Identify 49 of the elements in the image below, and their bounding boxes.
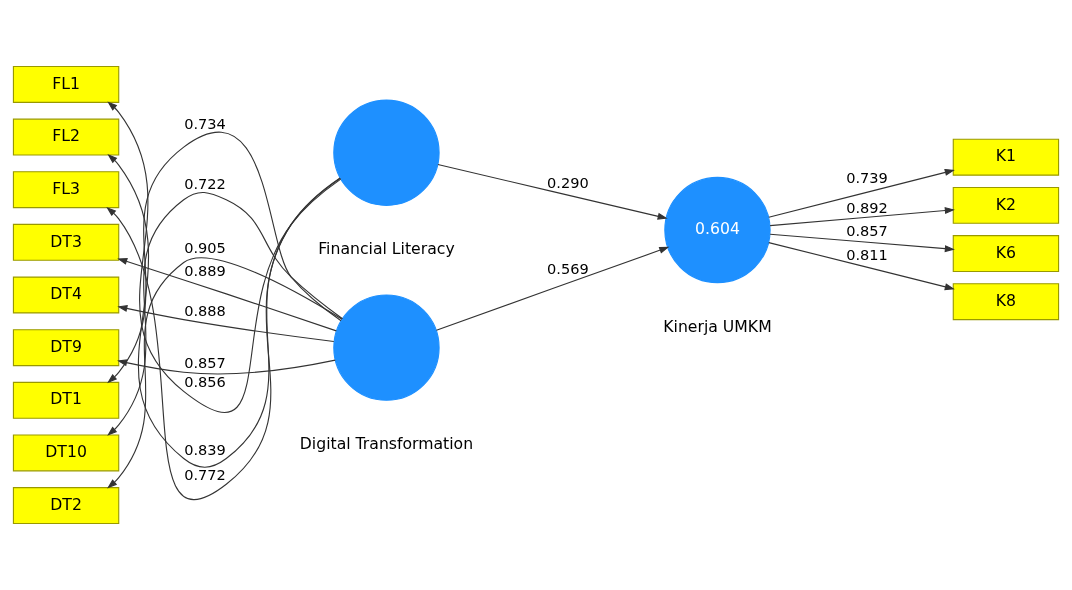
edge-label: 0.839 — [184, 440, 226, 458]
edge-label: 0.905 — [184, 238, 226, 256]
arrow — [117, 359, 336, 375]
arrow — [768, 169, 955, 218]
edge-label: 0.857 — [846, 222, 888, 240]
node-box: K1 — [952, 138, 1060, 176]
arrow — [107, 131, 342, 384]
arrow — [107, 154, 341, 468]
edge-label: 0.734 — [184, 114, 226, 132]
edge-label: 0.889 — [184, 262, 226, 280]
arrow — [769, 207, 955, 227]
edge-label: 0.569 — [547, 260, 589, 278]
node-box: DT1 — [12, 381, 120, 419]
arrow — [107, 191, 344, 436]
arrow — [769, 233, 955, 253]
node-box: DT10 — [12, 434, 120, 472]
arrow — [106, 177, 341, 500]
arrow — [435, 246, 670, 331]
edge-label: 0.772 — [184, 466, 226, 484]
node-circle — [333, 99, 440, 206]
node-box: FL2 — [12, 118, 120, 156]
arrow — [117, 305, 335, 343]
node-box: DT9 — [12, 329, 120, 367]
edge-label: 0.739 — [846, 169, 888, 187]
node-box: K6 — [952, 235, 1060, 273]
node-label: Kinerja UMKM — [663, 316, 772, 336]
edge-label: 0.857 — [184, 354, 226, 372]
node-circle: 0.604 — [664, 176, 771, 284]
node-box: DT4 — [12, 276, 120, 314]
arrow — [768, 242, 955, 291]
edge-label: 0.892 — [846, 198, 888, 216]
node-circle — [333, 294, 440, 401]
arrow — [117, 258, 337, 332]
node-box: K2 — [952, 186, 1060, 224]
edge-label: 0.888 — [184, 301, 226, 319]
edge-label: 0.811 — [846, 245, 888, 263]
edge-label: 0.722 — [184, 175, 226, 193]
node-box: DT2 — [12, 487, 120, 525]
edge-label: 0.290 — [547, 173, 589, 191]
arrow — [107, 257, 343, 489]
node-box: FL3 — [12, 171, 120, 209]
arrow — [437, 164, 668, 220]
edge-label: 0.856 — [184, 373, 226, 391]
node-box: DT3 — [12, 223, 120, 261]
node-label: Digital Transformation — [299, 434, 474, 454]
arrow — [107, 101, 342, 413]
node-box: FL1 — [12, 65, 120, 103]
node-label: Financial Literacy — [318, 239, 455, 259]
node-box: K8 — [952, 283, 1060, 321]
